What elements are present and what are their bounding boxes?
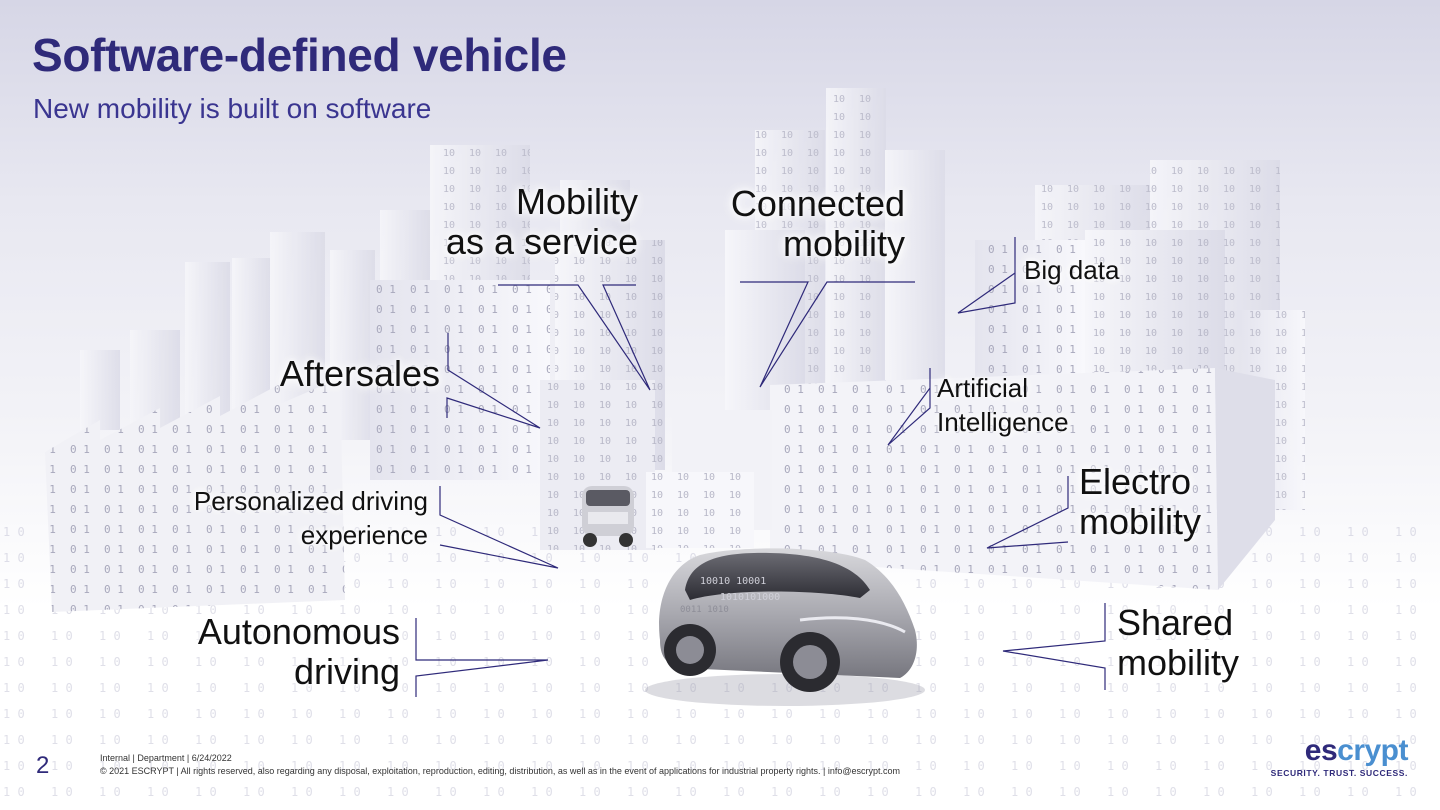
- label-line: mobility: [782, 223, 905, 265]
- label-line: Artificial: [937, 373, 1029, 403]
- label-line: Electro: [1079, 461, 1192, 502]
- label-line: Connected: [730, 183, 905, 224]
- footer-meta: Internal | Department | 6/24/2022: [100, 753, 232, 763]
- label-autonomous-driving: Autonomous driving: [197, 611, 400, 693]
- label-line: mobility: [1117, 642, 1240, 684]
- label-line: Aftersales: [279, 353, 440, 394]
- footer-copyright: © 2021 ESCRYPT | All rights reserved, al…: [100, 766, 901, 776]
- factory-building: [45, 378, 345, 612]
- data-wall: [770, 368, 1275, 590]
- label-shared-mobility: Shared mobility: [1117, 602, 1240, 684]
- svg-text:10010 10001: 10010 10001: [700, 576, 766, 587]
- label-line: Shared: [1117, 602, 1234, 643]
- slide-title: Software-defined vehicle: [32, 29, 567, 81]
- label-line: mobility: [1079, 501, 1202, 543]
- label-electro-mobility: Electro mobility: [1079, 461, 1202, 543]
- label-big-data: Big data: [1024, 255, 1120, 285]
- car: 10010 10001 1010101000 0011 1010: [645, 548, 925, 706]
- logo-part-es: es: [1304, 734, 1338, 767]
- label-artificial-intelligence: Artificial Intelligence: [937, 372, 1069, 440]
- label-personalized-driving-experience: Personalized driving experience: [194, 485, 428, 553]
- slide-subtitle: New mobility is built on software: [33, 93, 432, 124]
- label-line: as a service: [445, 221, 638, 263]
- logo-tagline: SECURITY. TRUST. SUCCESS.: [1270, 768, 1408, 778]
- logo-part-crypt: crypt: [1337, 734, 1408, 767]
- label-line: experience: [300, 519, 428, 550]
- label-line: Big data: [1024, 255, 1120, 285]
- callout-lines: [415, 237, 1106, 697]
- page-number: 2: [36, 752, 50, 779]
- label-line: Autonomous: [197, 611, 400, 652]
- label-line: driving: [293, 651, 400, 693]
- label-aftersales: Aftersales: [279, 353, 440, 394]
- escrypt-logo: escrypt SECURITY. TRUST. SUCCESS.: [1270, 734, 1409, 778]
- label-line: Intelligence: [937, 406, 1069, 437]
- truck: [582, 486, 634, 547]
- footer: Internal | Department | 6/24/2022 © 2021…: [100, 752, 900, 778]
- svg-text:0011 1010: 0011 1010: [680, 605, 729, 615]
- label-connected-mobility: Connected mobility: [730, 183, 905, 265]
- svg-text:1010101000: 1010101000: [720, 592, 780, 603]
- logo-wordmark: escrypt: [1271, 734, 1409, 768]
- label-line: Personalized driving: [193, 486, 428, 516]
- label-mobility-as-a-service: Mobility as a service: [445, 181, 638, 263]
- label-line: Mobility: [515, 181, 638, 222]
